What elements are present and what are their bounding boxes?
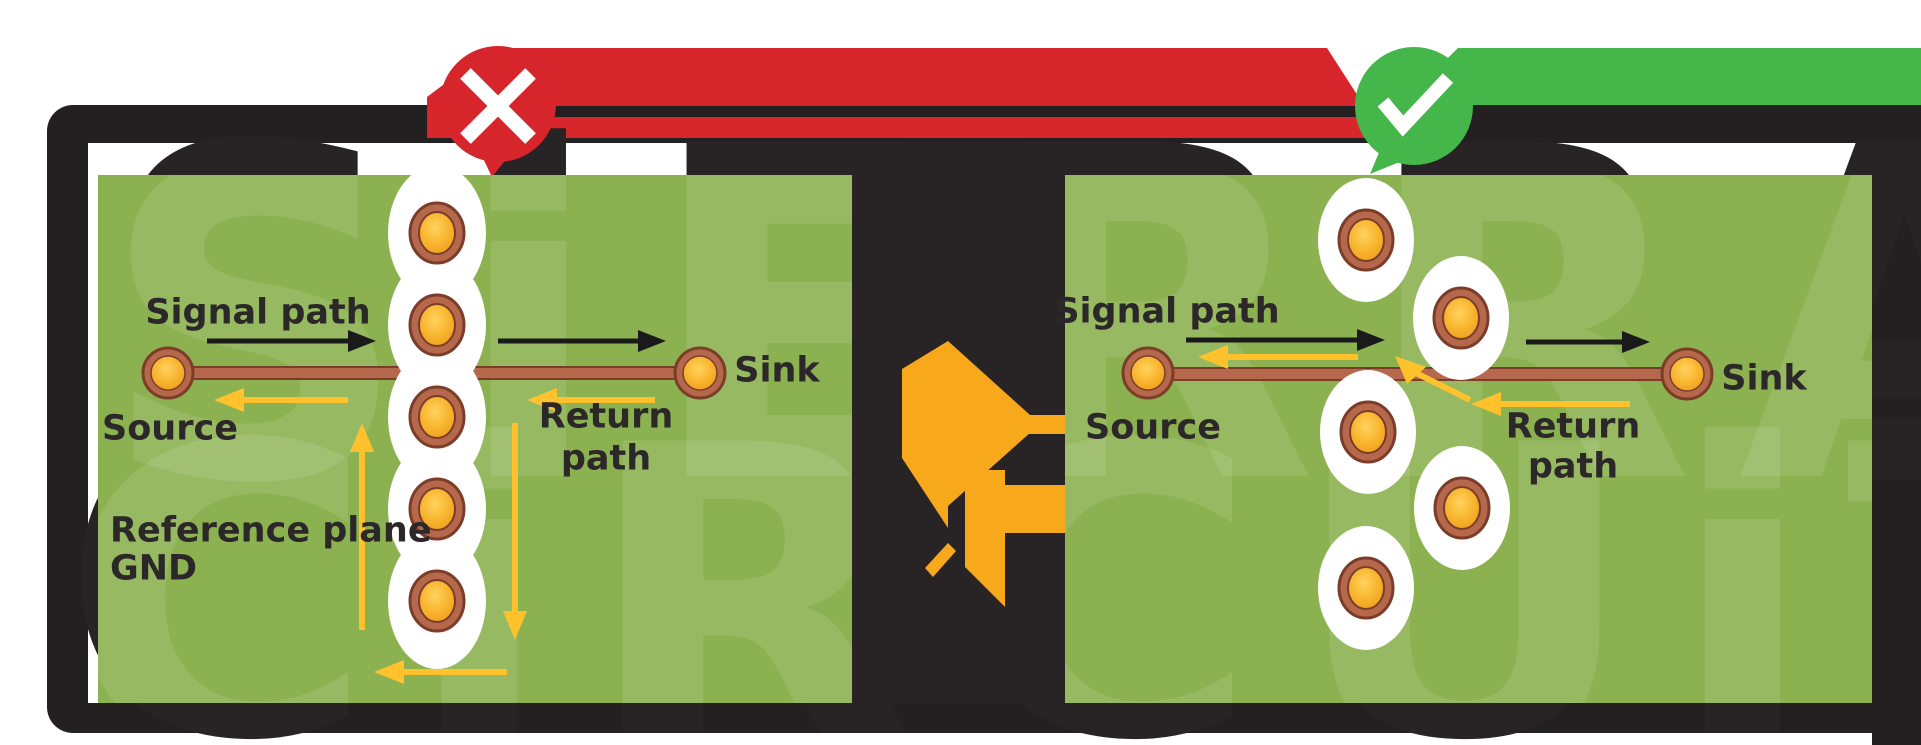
via xyxy=(1433,476,1491,540)
signal-path-arrow xyxy=(207,330,666,352)
via xyxy=(408,569,466,633)
good-return-path-label: path xyxy=(1527,446,1619,487)
banner-connector-line xyxy=(525,106,1365,117)
check-icon xyxy=(1377,73,1454,137)
source-pad xyxy=(141,346,195,400)
bad-return-path-label: path xyxy=(560,438,652,479)
via xyxy=(408,385,466,449)
good-badge xyxy=(1355,47,1473,174)
reference-plane-label: GND xyxy=(110,548,198,589)
bad-panel-diagram xyxy=(141,165,727,684)
via xyxy=(1432,286,1490,350)
good-return-path-label: Return xyxy=(1505,406,1641,447)
via xyxy=(408,201,466,265)
good-panel-diagram xyxy=(1121,178,1714,650)
sink-pad xyxy=(1660,347,1714,401)
bad-signal-path-label: Signal path xyxy=(145,292,371,333)
good-sink-label: Sink xyxy=(1721,358,1807,399)
via xyxy=(408,293,466,357)
return-path-arrow xyxy=(214,388,655,684)
source-pad xyxy=(1121,346,1175,400)
transform-arrow-icon xyxy=(902,341,1066,607)
bad-sink-label: Sink xyxy=(734,350,820,391)
via xyxy=(1337,208,1395,272)
bad-badge xyxy=(440,46,556,177)
green-banner xyxy=(1400,48,1921,105)
good-source-label: Source xyxy=(1085,407,1221,448)
return-path-arrow xyxy=(1198,345,1630,416)
via xyxy=(1337,556,1395,620)
good-signal-path-label: Signal path xyxy=(1054,291,1280,332)
via xyxy=(1339,400,1397,464)
sink-pad xyxy=(673,346,727,400)
bad-source-label: Source xyxy=(102,408,238,449)
reference-plane-label: Reference plane xyxy=(110,510,432,551)
signal-path-arrow xyxy=(1186,329,1650,353)
cross-icon xyxy=(460,68,536,144)
bad-return-path-label: Return xyxy=(538,396,674,437)
